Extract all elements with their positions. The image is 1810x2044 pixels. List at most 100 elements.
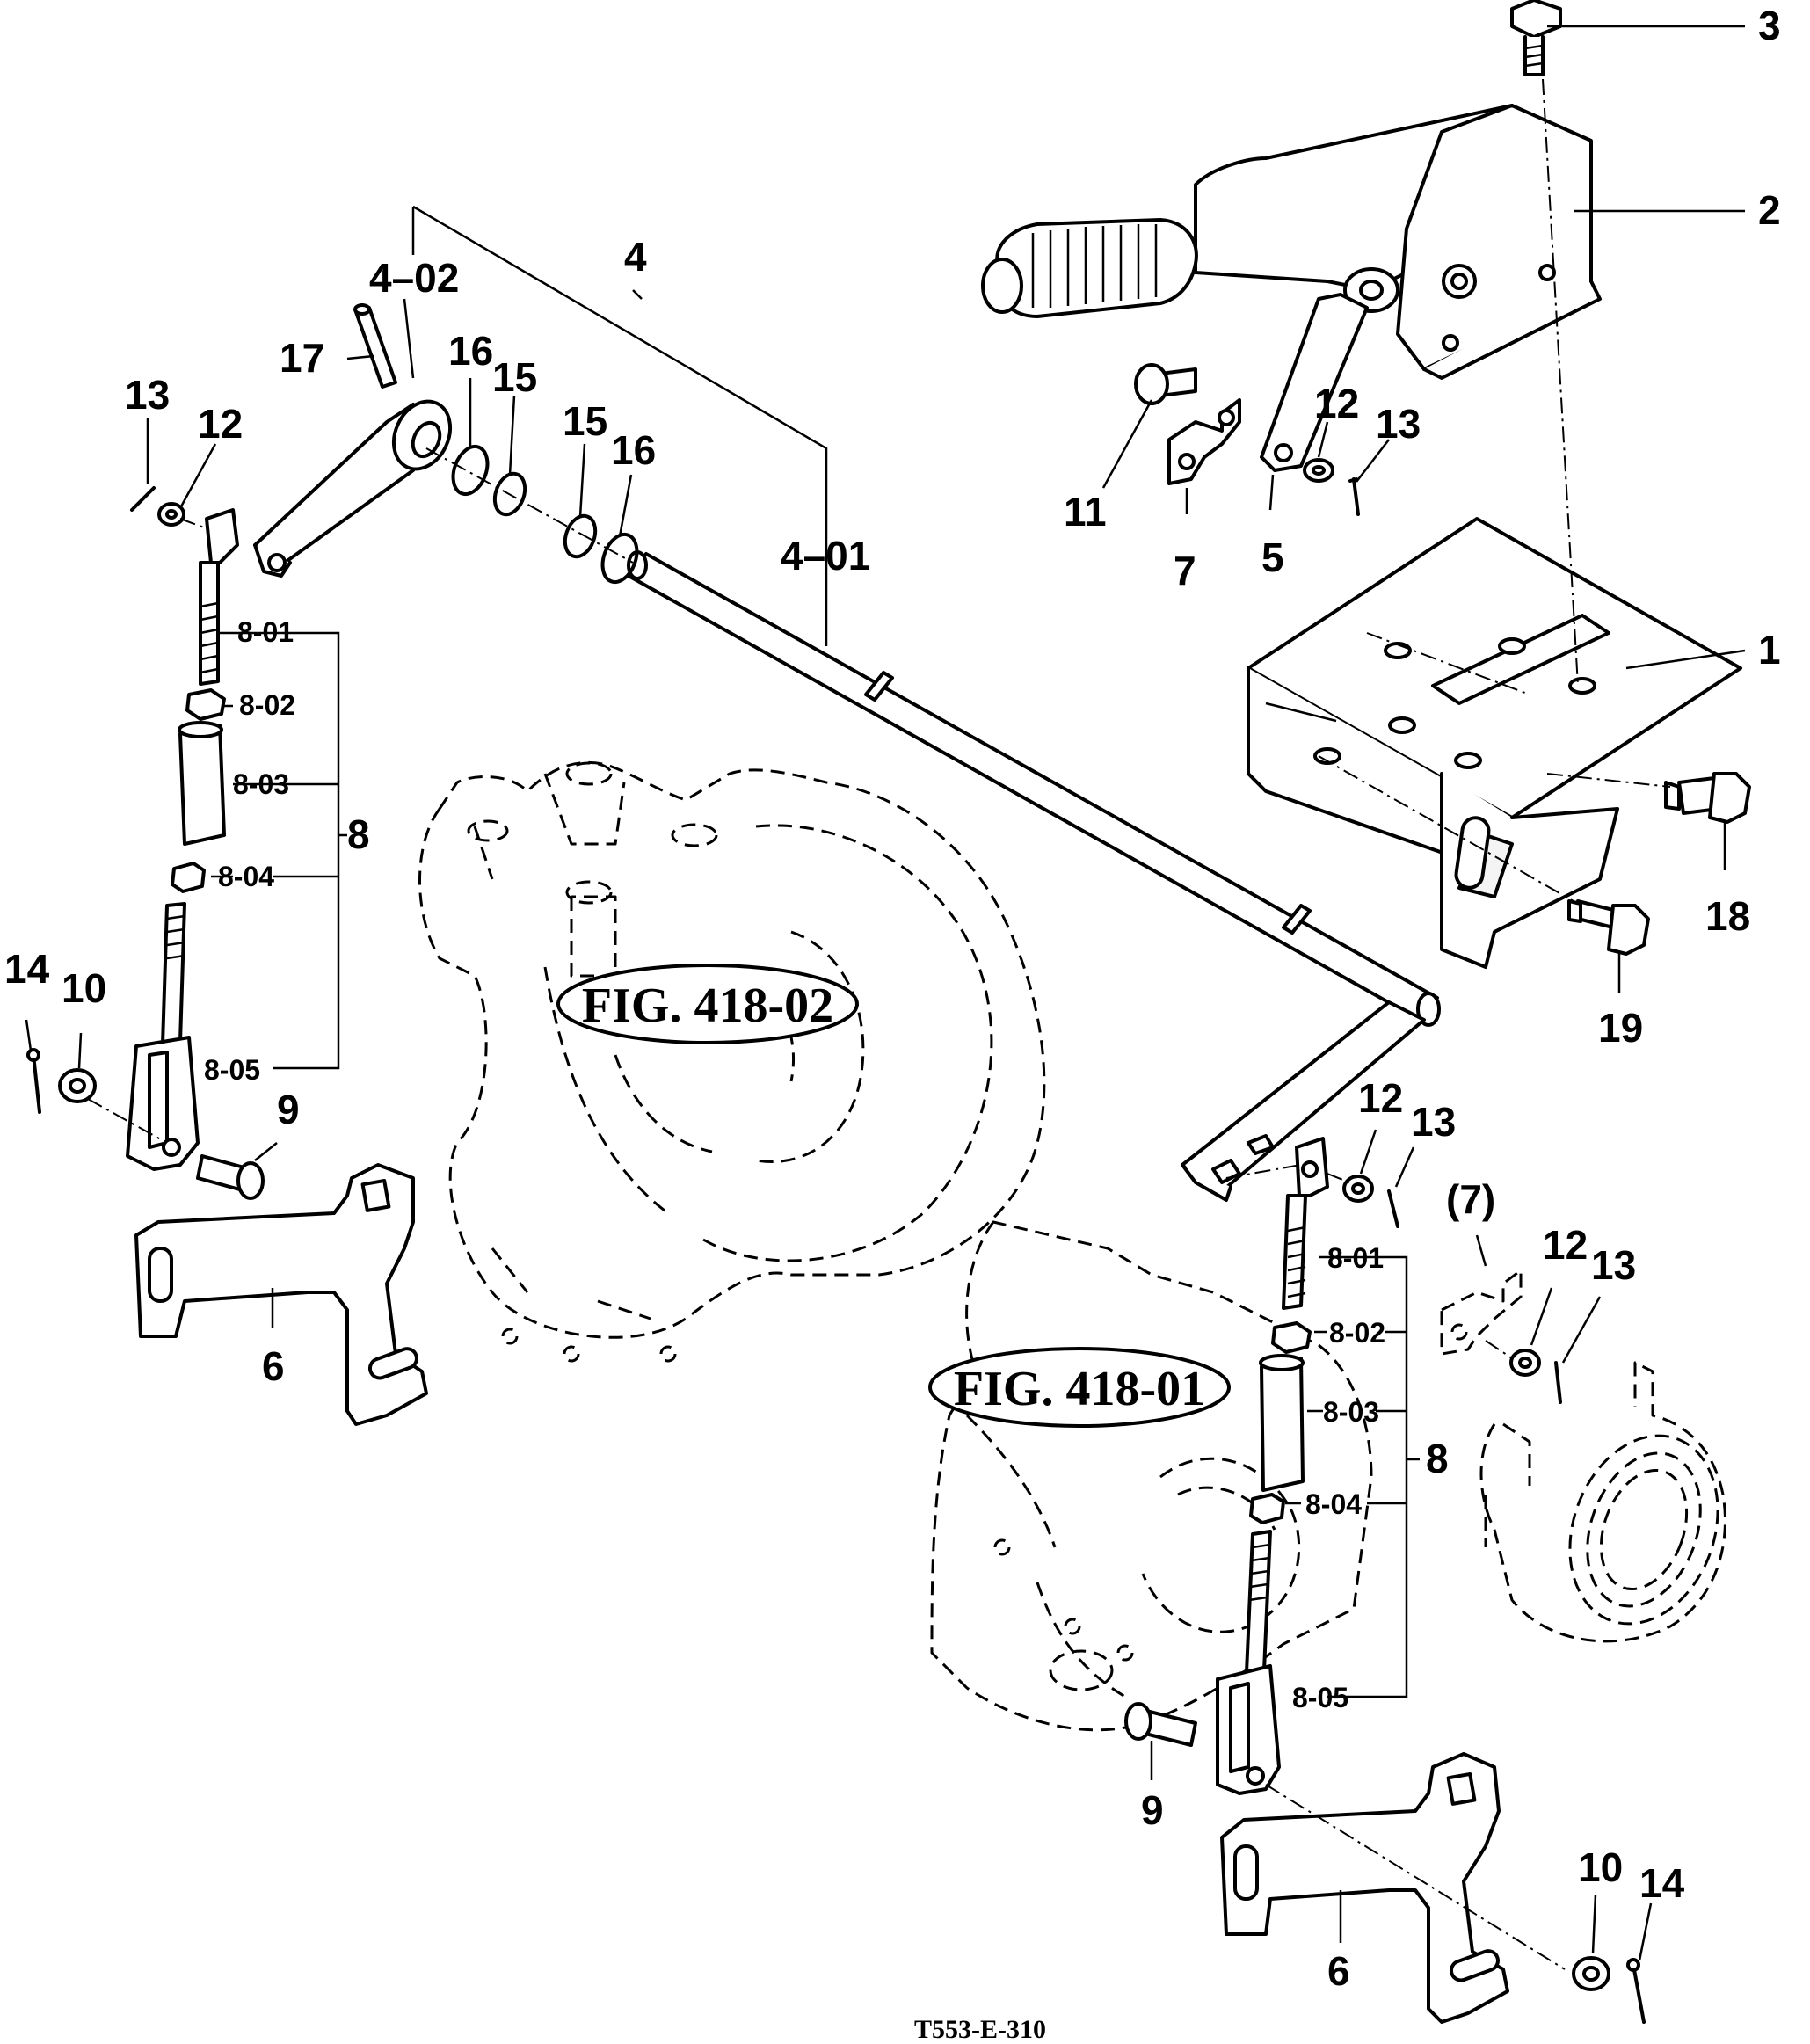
washer-10-right [1572,1956,1610,1991]
callout-10-left: 10 [62,965,106,1011]
pin-9-left [196,1154,265,1200]
callout-8-right: 8 [1426,1436,1449,1481]
callout-8-02-left: 8-02 [239,689,295,721]
washer-12-left [157,502,185,527]
clip [1167,398,1241,485]
cross-shaft [627,550,1441,1202]
nut-8-04-right [1249,1493,1285,1524]
callout-8-01-left: 8-01 [237,616,294,648]
callout-3: 3 [1758,3,1781,48]
figure-ref-left[interactable]: FIG. 418-02 [556,964,859,1044]
callout-4-02: 4–02 [369,255,459,301]
snap-ring-16b [600,532,639,585]
washer-10-left [58,1068,97,1103]
clip-reference-hidden [1440,1269,1523,1356]
snap-ring-16a [451,444,490,497]
rod-thread-right-lower [1248,1543,1271,1602]
callout-8-left: 8 [347,811,370,857]
cotter-pin-13-right-mid [1387,1189,1399,1228]
callout-8-04-left: 8-04 [218,861,274,892]
callout-5: 5 [1261,535,1284,580]
callout-14-left: 14 [4,946,50,992]
rod-thread-8-05 [166,914,185,960]
o-ring-15b [563,513,598,559]
cotter-pin-13-far-right [1554,1361,1562,1404]
drawing-code: T553-E-310 [914,2015,1046,2044]
callout-10-right: 10 [1578,1844,1623,1890]
hand-lever [981,104,1602,380]
callout-7-ref: (7) [1446,1176,1495,1222]
callout-17: 17 [280,335,324,381]
callout-13-midright: 13 [1411,1099,1456,1145]
cotter-pin-13-left [130,486,156,512]
nut-8-02-right [1271,1321,1312,1354]
callout-8-05-left: 8-05 [204,1054,260,1086]
bracket [1247,517,1742,969]
callout-8-01-right: 8-01 [1327,1242,1384,1274]
clevis-8-05-right [1216,1664,1281,1795]
callout-13-topright: 13 [1376,401,1421,447]
transmission-housing-right-hidden [930,1220,1726,1732]
callout-12-topleft: 12 [198,401,243,447]
bolt-19 [1567,899,1650,956]
callout-11: 11 [1064,489,1107,535]
callout-8-03-left: 8-03 [233,768,289,800]
rod-assembly-right [1124,1137,1399,1795]
callout-9-right: 9 [1141,1787,1164,1833]
link-arm-left [134,1163,428,1426]
nut-8-04-left [171,862,206,893]
link-arm-right [1220,1752,1509,2024]
cotter-pin-14-right [1626,1958,1646,2024]
nut-8-02-left [185,688,226,721]
callout-13-topleft: 13 [125,372,170,418]
callout-12-farright: 12 [1543,1222,1588,1268]
callout-4-01: 4–01 [781,533,870,578]
figure-ref-right[interactable]: FIG. 418-01 [928,1347,1231,1428]
callout-9-left: 9 [277,1087,300,1132]
callout-8-04-right: 8-04 [1305,1488,1362,1520]
callout-6-left: 6 [262,1343,285,1389]
callout-19: 19 [1598,1005,1643,1051]
figure-ref-right-text: FIG. 418-01 [954,1362,1205,1416]
callout-8-05-right: 8-05 [1292,1682,1348,1713]
rod-thread-right-upper [1287,1226,1306,1298]
sleeve-8-03-right [1259,1354,1305,1492]
cotter-pin-14-left [26,1048,41,1114]
figure-ref-left-text: FIG. 418-02 [582,978,833,1033]
callout-1: 1 [1758,627,1781,673]
callout-18: 18 [1705,893,1750,939]
callout-15a: 15 [492,354,537,400]
callout-8-02-right: 8-02 [1329,1317,1385,1349]
transmission-housing-left-hidden [418,760,1046,1363]
bolt-top [1510,0,1562,76]
callout-13-farright: 13 [1591,1242,1636,1288]
rod-assembly-left [26,486,265,1200]
link-plate [1260,293,1369,472]
callouts: 3 2 1 4 4–02 4–01 17 16 15 15 16 13 12 8… [4,3,1781,1994]
callout-6-right: 6 [1327,1948,1350,1994]
cotter-pin-top-right [1348,477,1360,516]
washer-12-right-mid [1342,1175,1374,1203]
washer-top-right [1303,458,1334,483]
callout-2: 2 [1758,187,1781,233]
rod-thread-8-01 [200,601,219,674]
callout-16a: 16 [448,328,493,374]
callout-12-midright: 12 [1358,1075,1403,1121]
callout-12-topright: 12 [1314,381,1359,426]
callout-4: 4 [624,234,647,280]
bolt-18 [1664,772,1751,824]
clevis-8-05-left [126,1036,200,1171]
callout-14-right: 14 [1639,1860,1685,1906]
pin-11 [1134,363,1197,405]
shaft-arm [253,399,453,578]
callout-15b: 15 [563,398,607,444]
pin-9-right [1124,1702,1197,1747]
sleeve-8-03-left [178,721,226,846]
callout-8-03-right: 8-03 [1323,1396,1379,1428]
spring-pin-17 [353,303,397,389]
o-ring-15a [492,471,527,517]
callout-16b: 16 [611,427,656,473]
leader-lines [25,25,1746,1961]
washer-12-far-right [1509,1349,1541,1377]
